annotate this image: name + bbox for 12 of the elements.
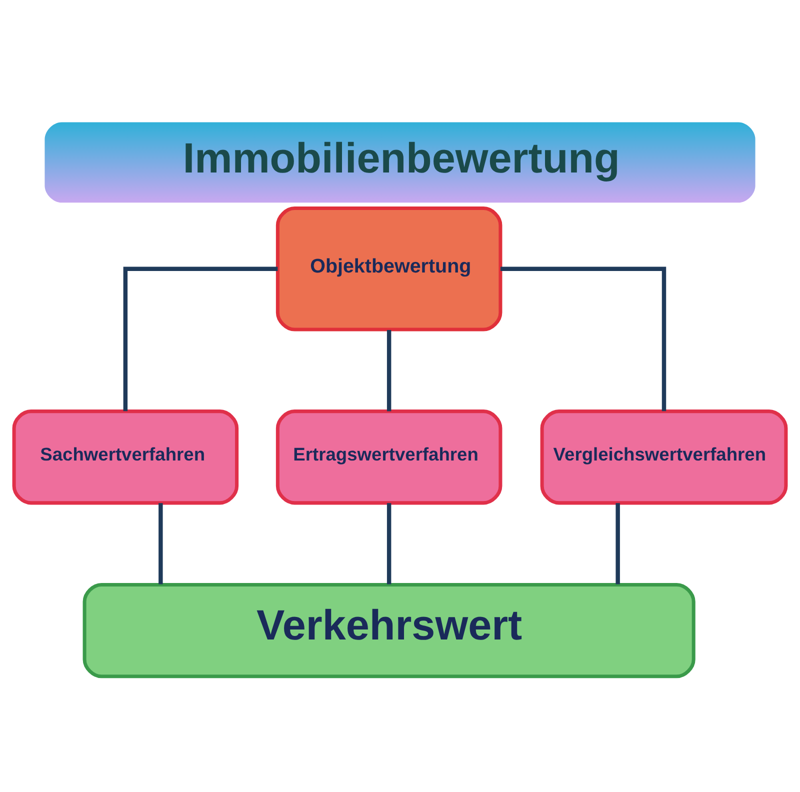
node-box: Objektbewertung [276,206,502,331]
connector [386,330,392,411]
connector [500,266,666,411]
node-box: Verkehrswert [82,582,696,678]
connector [158,502,163,584]
node-box: Vergleichswertverfahren [540,409,788,504]
diagram-title: Immobilienbewertung [182,134,620,181]
node-box: Ertragswertverfahren [276,409,502,504]
connector [123,266,278,411]
connector [616,502,620,584]
connector [386,502,392,584]
node-box: Sachwertverfahren [12,409,239,504]
